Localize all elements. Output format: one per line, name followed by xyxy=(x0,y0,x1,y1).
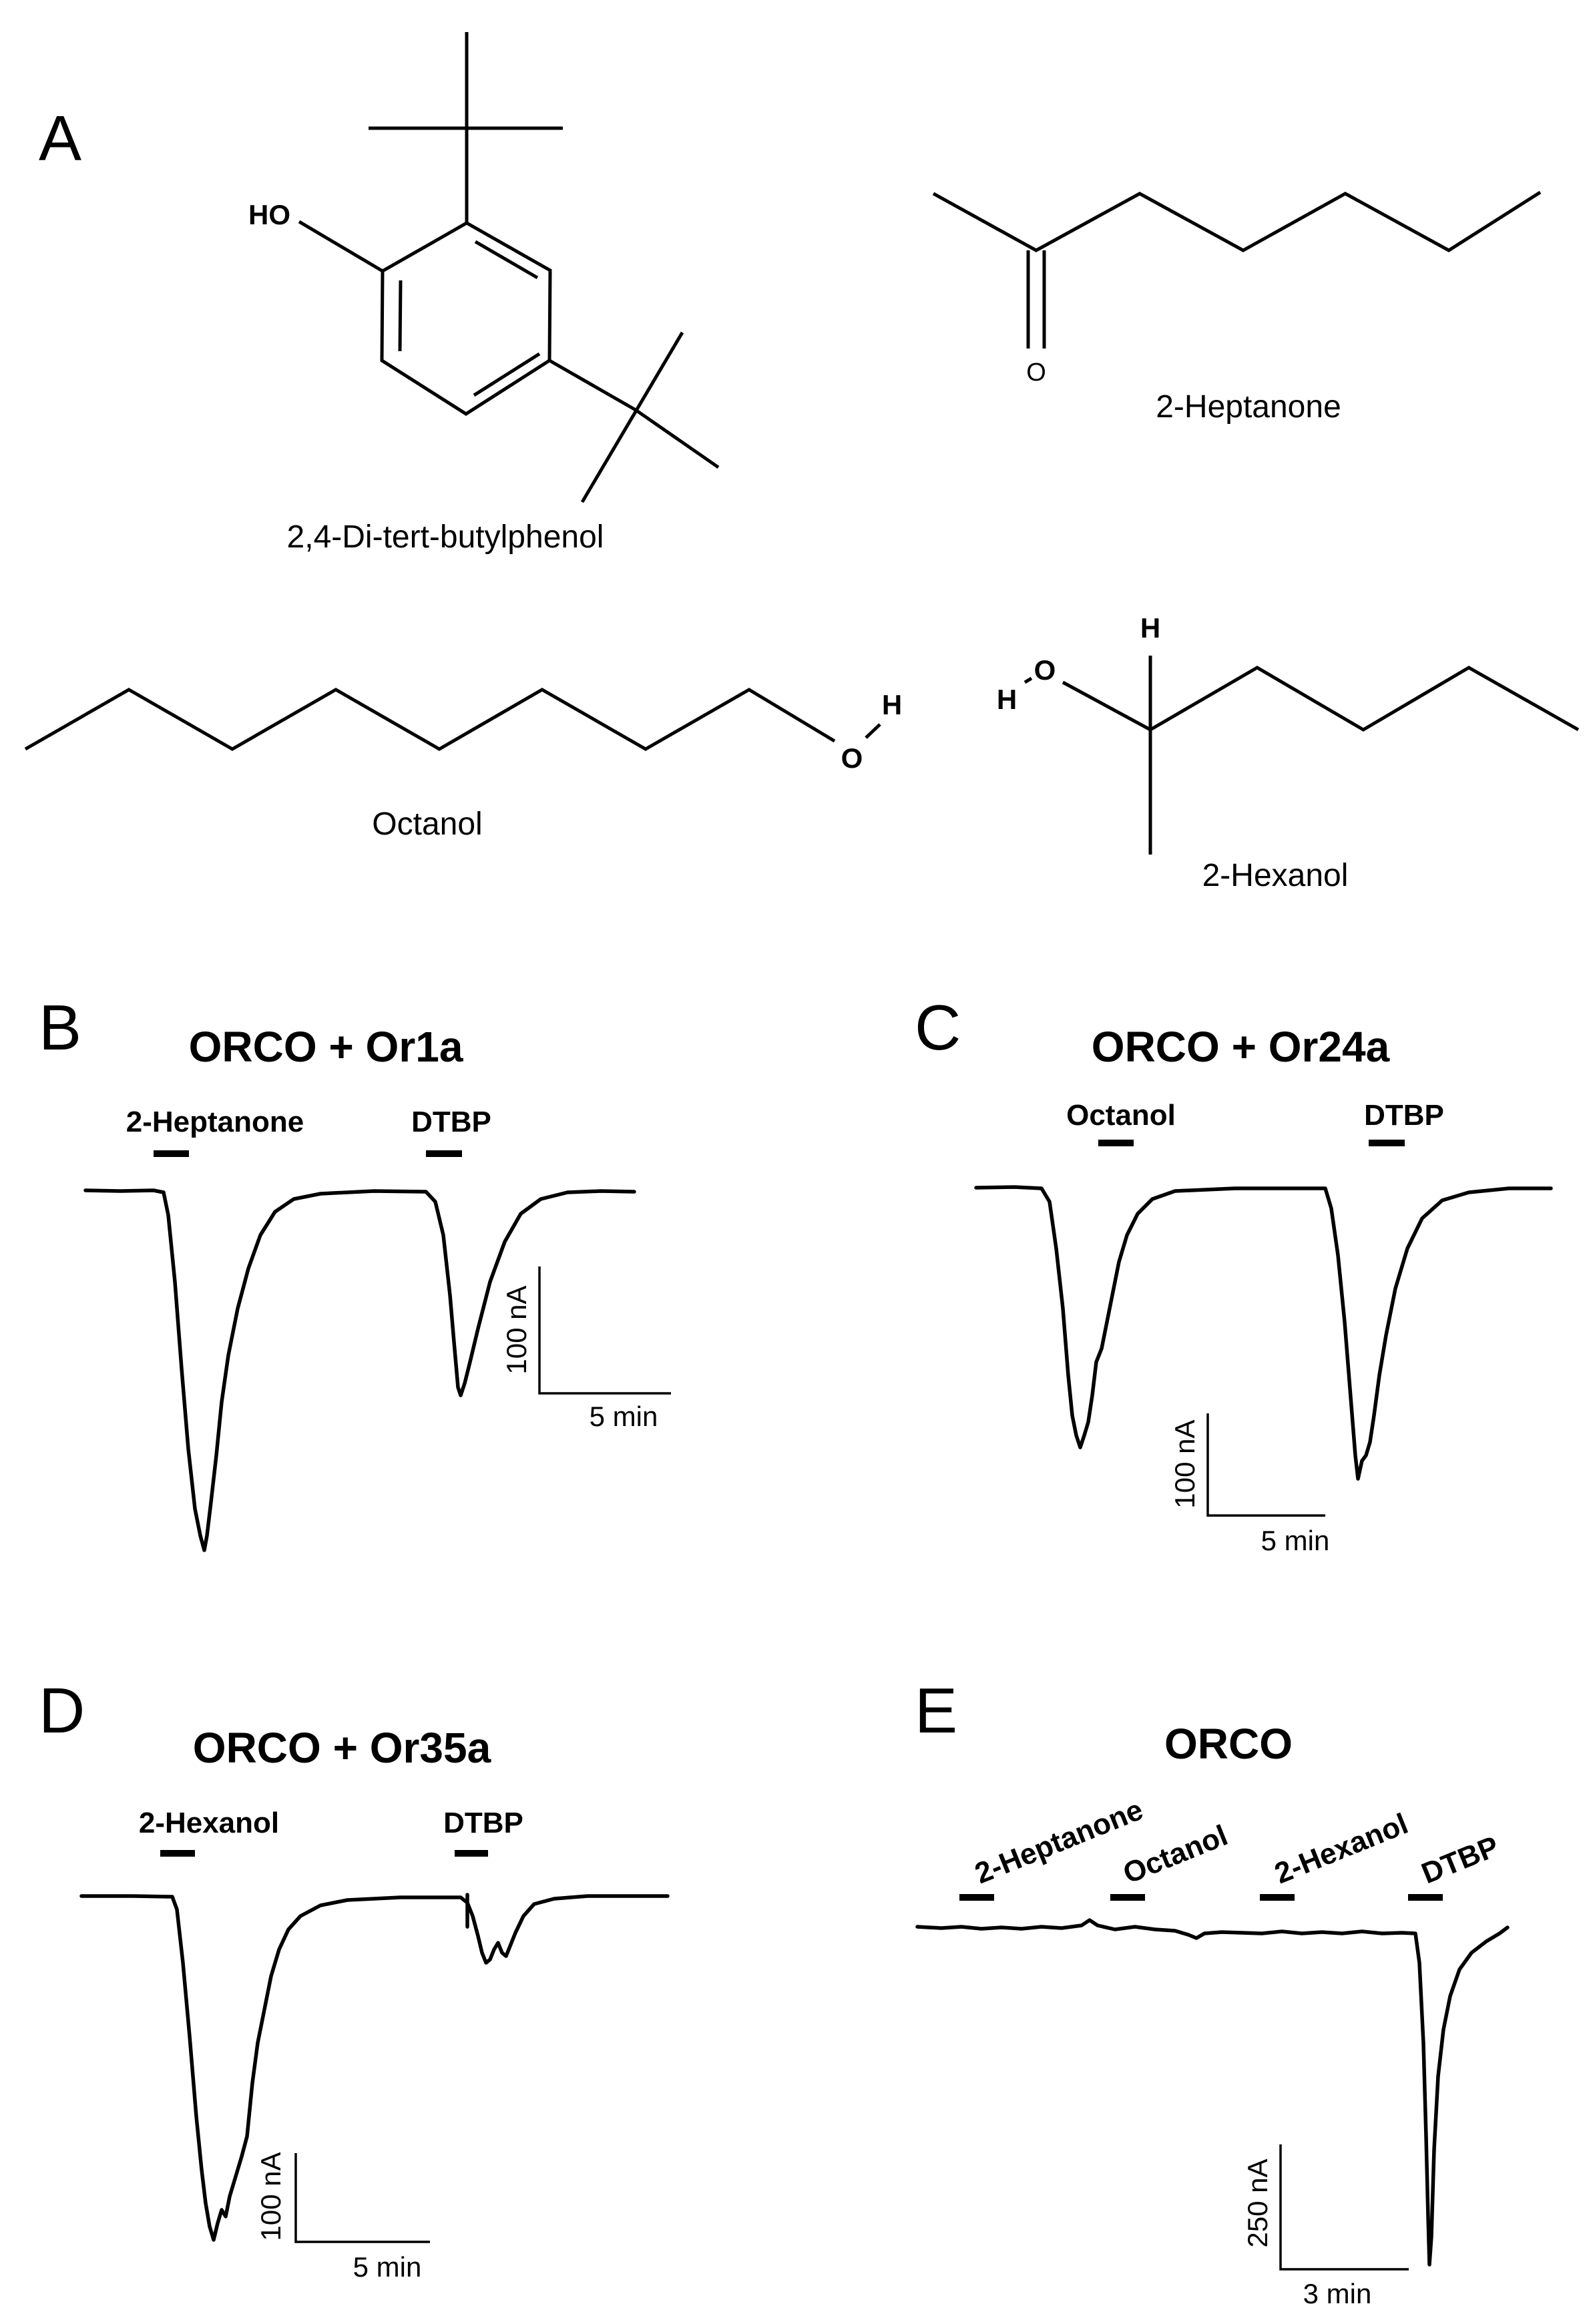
panel-e-scale-x-label: 3 min xyxy=(1303,2278,1372,2309)
structure-dtbp: HO 2,4-Di-tert-butylphenol xyxy=(248,32,720,555)
dtbp-ring xyxy=(380,221,552,416)
octanol-name: Octanol xyxy=(372,806,482,842)
panel-c-scale-x-label: 5 min xyxy=(1261,1525,1330,1556)
structure-heptanone: O 2-Heptanone xyxy=(932,190,1542,425)
panel-e-current-trace xyxy=(915,1918,1510,2267)
panel-d-stim-label-2: DTBP xyxy=(443,1807,523,1839)
panel-letter-c: C xyxy=(915,992,961,1064)
structure-octanol: O H Octanol xyxy=(24,688,902,842)
panel-b: B ORCO + Or1a 2-Heptanone DTBP 100 nA 5 … xyxy=(39,992,671,1552)
panel-b-scale-x-label: 5 min xyxy=(590,1401,658,1432)
dtbp-name: 2,4-Di-tert-butylphenol xyxy=(287,519,604,555)
panel-c: C ORCO + Or24a Octanol DTBP 100 nA 5 min xyxy=(915,992,1553,1556)
panel-c-scale-y-label: 100 nA xyxy=(1169,1419,1200,1508)
octanol-atom-h: H xyxy=(882,689,902,720)
panel-b-stim-label-1: 2-Heptanone xyxy=(126,1106,304,1138)
panel-e: E ORCO 2-Heptanone Octanol 2-Hexanol DTB… xyxy=(915,1675,1510,2309)
panel-d-title: ORCO + Or35a xyxy=(193,1724,491,1772)
panel-d-stim-label-1: 2-Hexanol xyxy=(139,1807,279,1839)
panel-letter-e: E xyxy=(915,1675,957,1747)
panel-d-scale-x-label: 5 min xyxy=(353,2251,422,2283)
panel-letter-d: D xyxy=(39,1675,85,1747)
panel-d-current-trace xyxy=(79,1894,670,2242)
heptanone-atom-o: O xyxy=(1026,359,1046,387)
panel-e-stim-label-1: 2-Heptanone xyxy=(970,1793,1147,1890)
panel-c-title: ORCO + Or24a xyxy=(1092,1023,1390,1071)
panel-c-current-trace xyxy=(974,1185,1553,1481)
panel-b-scale-bar xyxy=(538,1266,671,1395)
dtbp-atom-ho: HO xyxy=(248,199,290,230)
panel-b-stim-label-2: DTBP xyxy=(411,1106,491,1138)
panel-b-scale-y-label: 100 nA xyxy=(501,1285,532,1374)
panel-b-title: ORCO + Or1a xyxy=(189,1023,463,1071)
hexanol-atom-h-top: H xyxy=(1140,612,1160,644)
panel-d-scale-bar xyxy=(294,2153,430,2243)
panel-b-current-trace xyxy=(83,1188,636,1552)
heptanone-name: 2-Heptanone xyxy=(1156,389,1341,425)
panel-d-scale-y-label: 100 nA xyxy=(255,2152,286,2241)
panel-e-stim-label-2: Octanol xyxy=(1118,1819,1232,1890)
panel-c-stim-label-1: Octanol xyxy=(1066,1099,1176,1132)
panel-c-stim-label-2: DTBP xyxy=(1364,1099,1444,1132)
panel-letter-a: A xyxy=(39,103,81,174)
panel-e-title: ORCO xyxy=(1164,1720,1293,1768)
panel-e-scale-bar xyxy=(1279,2144,1409,2271)
hexanol-atom-o: O xyxy=(1034,654,1056,686)
panel-e-stim-label-3: 2-Hexanol xyxy=(1270,1807,1412,1890)
panel-d: D ORCO + Or35a 2-Hexanol DTBP 100 nA 5 m… xyxy=(39,1675,670,2283)
panel-c-scale-bar xyxy=(1206,1413,1325,1517)
hexanol-atom-h-left: H xyxy=(997,684,1017,715)
hexanol-name: 2-Hexanol xyxy=(1202,858,1349,893)
panel-e-stim-label-4: DTBP xyxy=(1417,1830,1503,1890)
structure-hexanol: H O H 2-Hexanol xyxy=(997,612,1580,893)
octanol-atom-o: O xyxy=(841,742,863,774)
panel-e-scale-y-label: 250 nA xyxy=(1242,2158,1273,2247)
panel-letter-b: B xyxy=(39,992,81,1064)
